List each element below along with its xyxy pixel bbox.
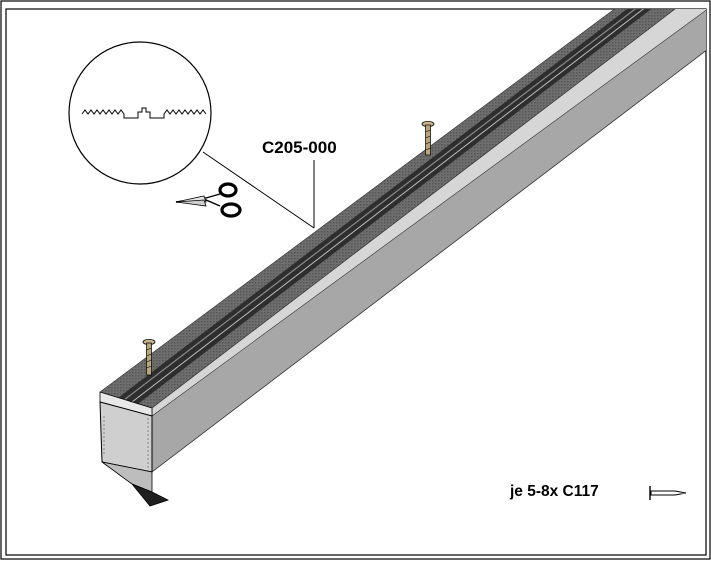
- screw-icon: [421, 121, 435, 156]
- beam: [99, 9, 706, 473]
- quantity-label: je 5-8x C117: [510, 483, 599, 500]
- profile-detail-magnifier: [68, 41, 212, 185]
- scissors-icon: [175, 182, 242, 218]
- beam-front-end: [99, 391, 170, 507]
- screw-icon: [142, 338, 156, 376]
- beam-groove: [118, 9, 652, 404]
- part-number-label: C205-000: [262, 138, 337, 157]
- nail-icon: [649, 486, 687, 500]
- detail-leader-line: [202, 151, 315, 229]
